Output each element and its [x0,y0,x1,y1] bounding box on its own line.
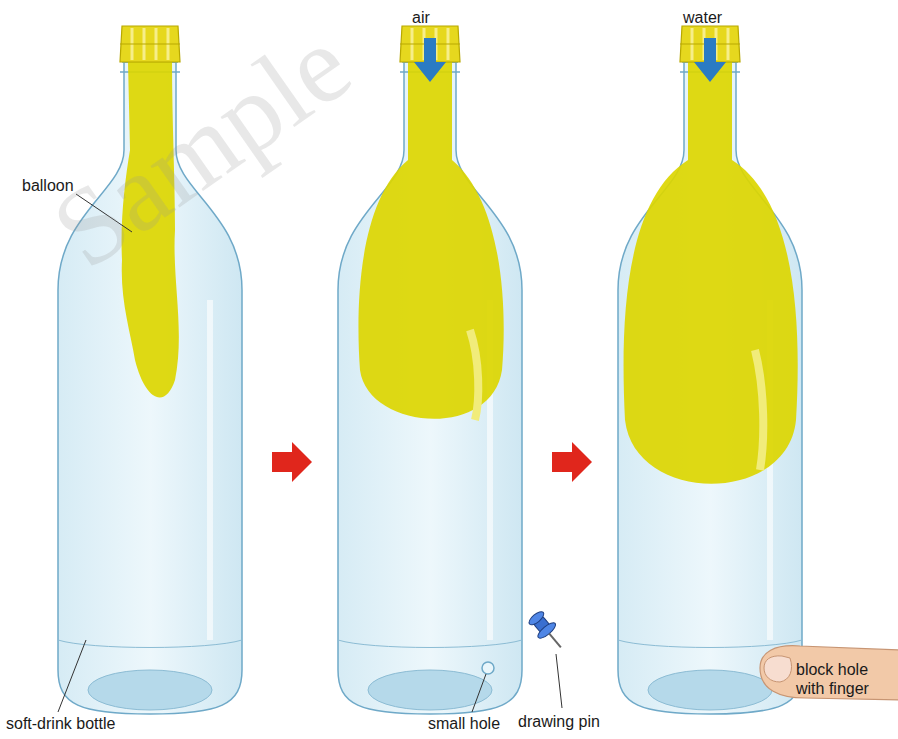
part-label: small hole [428,714,500,733]
note-label: block hole with finger [796,660,892,698]
part-label: drawing pin [518,712,600,731]
input-label: water [683,8,722,27]
part-label: soft-drink bottle [6,714,115,733]
input-label: air [412,8,430,27]
